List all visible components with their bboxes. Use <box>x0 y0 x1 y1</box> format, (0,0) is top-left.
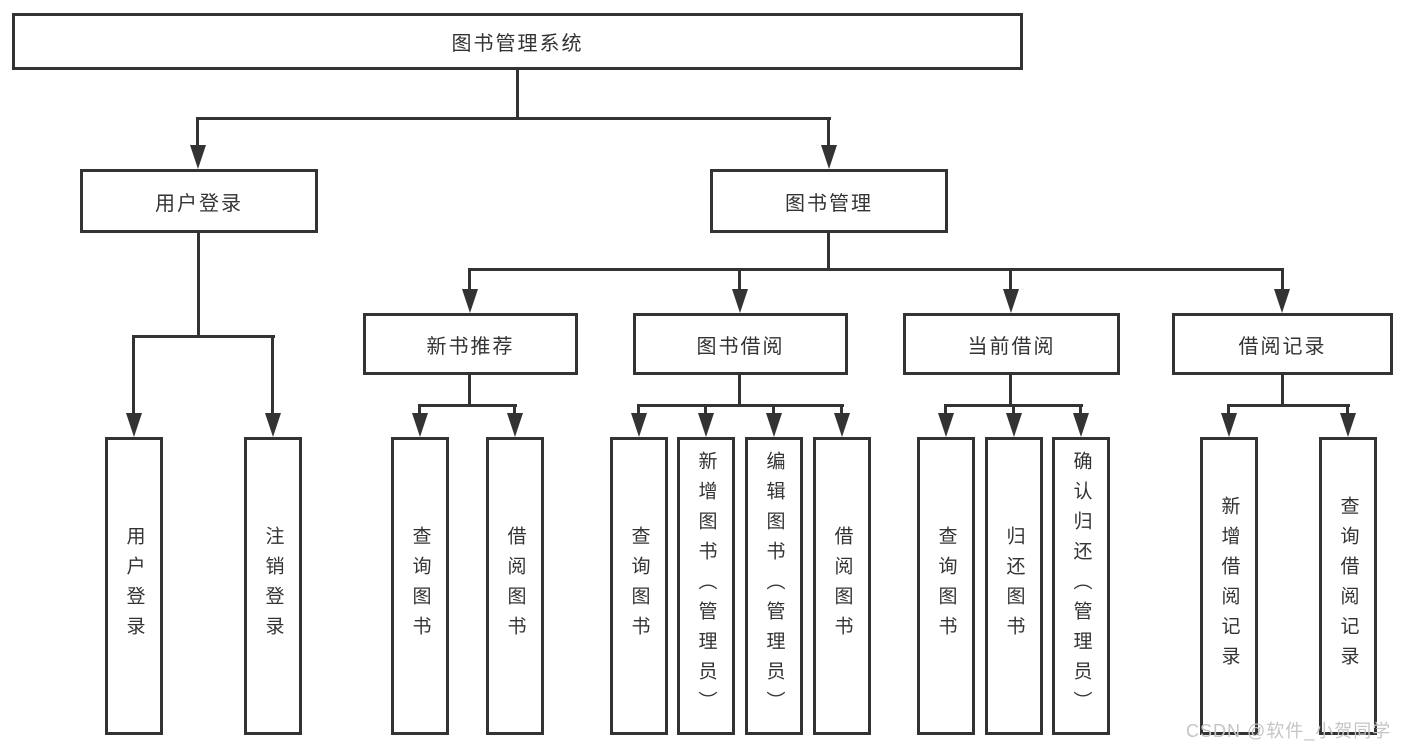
arrowhead-icon <box>821 145 837 169</box>
node-book-management: 图书管理 <box>710 169 948 233</box>
arrowhead-icon <box>1274 289 1290 313</box>
node-book-borrow: 图书借阅 <box>633 313 848 375</box>
node-current-borrow: 当前借阅 <box>903 313 1120 375</box>
connector-book-mgmt-stub <box>827 233 830 271</box>
leaf-borrow-query-books: 查询图书 <box>610 437 668 735</box>
connector-root-stub <box>516 70 519 120</box>
arrowhead-icon <box>631 413 647 437</box>
connector-leaf-drop <box>1012 404 1015 417</box>
node-borrow-records: 借阅记录 <box>1172 313 1393 375</box>
leaf-current-confirm-return-admin: 确认归还（管理员） <box>1052 437 1110 735</box>
connector-leaf-drop <box>944 404 947 417</box>
leaf-current-query-books: 查询图书 <box>917 437 975 735</box>
connector-group-bar <box>418 404 517 407</box>
arrowhead-icon <box>507 413 523 437</box>
arrowhead-icon <box>1073 413 1089 437</box>
leaf-borrow-add-books-admin: 新增图书（管理员） <box>677 437 735 735</box>
connector-level3-drop <box>468 268 471 294</box>
leaf-newbook-borrow-books: 借阅图书 <box>486 437 544 735</box>
arrowhead-icon <box>1006 413 1022 437</box>
connector-group-stub <box>1009 375 1012 407</box>
node-root-library-system: 图书管理系统 <box>12 13 1023 70</box>
arrowhead-icon <box>462 289 478 313</box>
leaf-borrow-borrow-books: 借阅图书 <box>813 437 871 735</box>
arrowhead-icon <box>126 413 142 437</box>
connector-leaf-drop <box>704 404 707 417</box>
arrowhead-icon <box>938 413 954 437</box>
connector-book-mgmt-drop <box>827 117 830 149</box>
connector-leaf-drop <box>1227 404 1230 417</box>
leaf-user-login: 用户登录 <box>105 437 163 735</box>
leaf-records-add-record: 新增借阅记录 <box>1200 437 1258 735</box>
leaf-newbook-query-books: 查询图书 <box>391 437 449 735</box>
connector-user-login-drop <box>196 117 199 149</box>
connector-level3-bar <box>468 268 1284 271</box>
connector-leaf-drop <box>418 404 421 417</box>
connector-group-stub <box>468 375 471 407</box>
leaf-borrow-edit-books-admin: 编辑图书（管理员） <box>745 437 803 735</box>
connector-level2-bar <box>196 117 831 120</box>
connector-level3-drop <box>1281 268 1284 294</box>
leaf-logout: 注销登录 <box>244 437 302 735</box>
connector-group-stub <box>738 375 741 407</box>
arrowhead-icon <box>732 289 748 313</box>
leaf-records-query-record: 查询借阅记录 <box>1319 437 1377 735</box>
arrowhead-icon <box>698 413 714 437</box>
connector-user-login-stub <box>197 233 200 338</box>
connector-leaf-drop <box>772 404 775 417</box>
connector-level3-drop <box>738 268 741 294</box>
connector-level3-drop <box>1009 268 1012 294</box>
connector-group-stub <box>1281 375 1284 407</box>
arrowhead-icon <box>1221 413 1237 437</box>
arrowhead-icon <box>1340 413 1356 437</box>
arrowhead-icon <box>766 413 782 437</box>
connector-leaf-drop <box>1346 404 1349 417</box>
connector-leaf-drop <box>1079 404 1082 417</box>
arrowhead-icon <box>265 413 281 437</box>
connector-user-login-bar <box>132 335 275 338</box>
connector-leaf-drop <box>637 404 640 417</box>
connector-group-bar <box>1227 404 1350 407</box>
arrowhead-icon <box>412 413 428 437</box>
node-new-book-recommend: 新书推荐 <box>363 313 578 375</box>
connector-leaf-drop <box>132 335 135 417</box>
connector-leaf-drop <box>840 404 843 417</box>
connector-leaf-drop <box>271 335 274 417</box>
arrowhead-icon <box>834 413 850 437</box>
csdn-watermark: CSDN @软件_小贺同学 <box>1186 721 1392 741</box>
connector-group-bar <box>637 404 844 407</box>
arrowhead-icon <box>190 145 206 169</box>
leaf-current-return-books: 归还图书 <box>985 437 1043 735</box>
node-user-login: 用户登录 <box>80 169 318 233</box>
connector-leaf-drop <box>513 404 516 417</box>
arrowhead-icon <box>1003 289 1019 313</box>
